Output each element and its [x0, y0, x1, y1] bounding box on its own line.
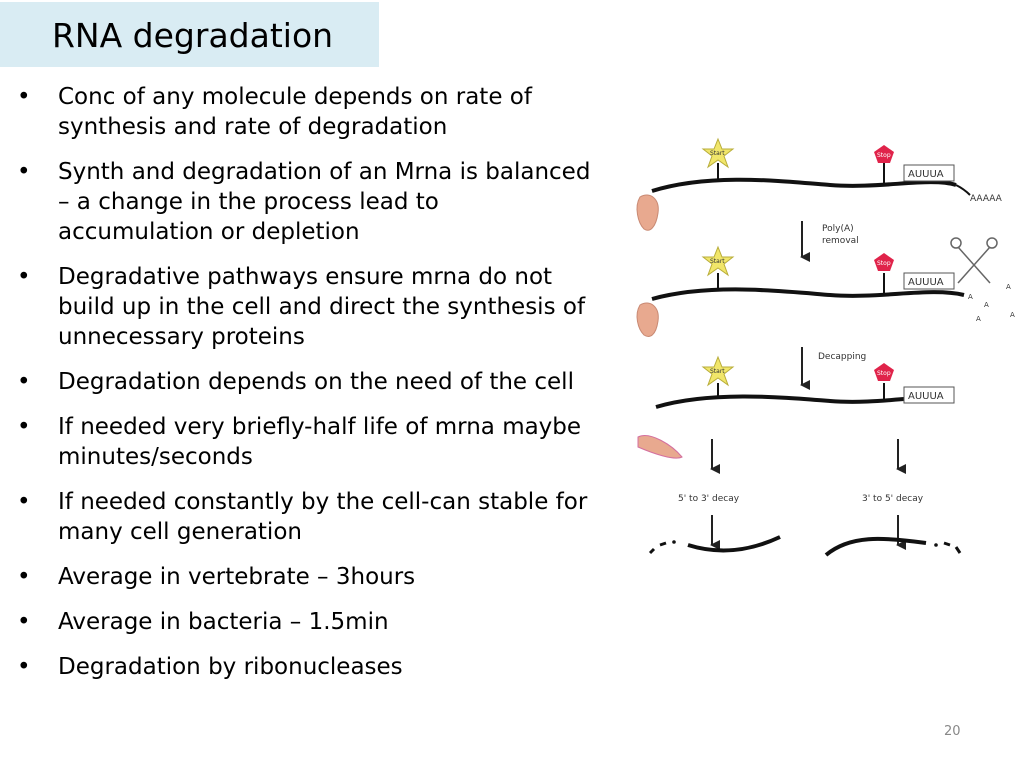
list-item: • Degradation by ribonucleases	[0, 652, 600, 682]
motif-box	[903, 272, 955, 290]
start-label: Start	[710, 258, 725, 265]
decay-3to5-label: 3' to 5' decay	[862, 494, 924, 504]
bullet-marker: •	[17, 159, 31, 185]
stop-label: Stop	[877, 152, 891, 159]
bullet-marker: •	[17, 609, 31, 635]
polya-tail	[955, 184, 971, 196]
start-star-icon	[701, 245, 735, 277]
scissors-icon	[950, 237, 998, 284]
decay-5to3-label: 5' to 3' decay	[678, 494, 740, 504]
list-item: • Average in bacteria – 1.5min	[0, 607, 600, 637]
decaying-strand-3to5	[824, 536, 962, 557]
decaying-strand-5to3	[648, 535, 781, 555]
free-a-label: A	[968, 293, 973, 301]
cap-icon	[636, 194, 659, 231]
diagram-canvas: AAAAA Start Stop AUUUA Poly(A) removal	[636, 137, 1015, 557]
bullet-marker: •	[17, 414, 31, 440]
bullet-text: Synth and degradation of an Mrna is bala…	[58, 159, 591, 245]
bullet-marker: •	[17, 264, 31, 290]
motif-label: AUUUA	[908, 391, 944, 402]
mrna-strand	[651, 177, 957, 193]
bullet-text: If needed constantly by the cell-can sta…	[58, 489, 588, 545]
mrna-degradation-diagram: AAAAA Start Stop AUUUA Poly(A) removal	[630, 135, 1024, 575]
free-a-label: A	[984, 301, 989, 309]
mrna-row-2: Start Stop AUUUA A A A A A	[636, 245, 1015, 337]
step1-label-line1: Poly(A)	[822, 224, 854, 234]
step1-label-line2: removal	[822, 236, 859, 246]
page-number: 20	[944, 724, 961, 739]
list-item: • Degradation depends on the need of the …	[0, 367, 600, 397]
step2-label: Decapping	[818, 352, 866, 362]
free-a-label: A	[1010, 311, 1015, 319]
bullet-text: Degradation depends on the need of the c…	[58, 369, 574, 395]
cap-icon	[636, 302, 659, 337]
start-star-icon	[701, 355, 735, 387]
free-a-label: A	[976, 315, 981, 323]
motif-box	[903, 386, 955, 404]
list-item: • Degradative pathways ensure mrna do not…	[0, 262, 600, 352]
bullet-marker: •	[17, 84, 31, 110]
stop-pentagon-icon	[874, 145, 894, 163]
bullet-text: Degradation by ribonucleases	[58, 654, 403, 680]
bullet-list: • Conc of any molecule depends on rate of…	[0, 82, 600, 697]
start-label: Start	[710, 150, 725, 157]
start-label: Start	[710, 368, 725, 375]
list-item: • Conc of any molecule depends on rate of…	[0, 82, 600, 142]
motif-label: AUUUA	[908, 169, 944, 180]
bullet-marker: •	[17, 564, 31, 590]
title-box: RNA degradation	[0, 2, 379, 67]
free-a-label: A	[1006, 283, 1011, 291]
start-star-icon	[701, 137, 735, 169]
motif-box	[903, 164, 955, 182]
list-item: • Average in vertebrate – 3hours	[0, 562, 600, 592]
bullet-marker: •	[17, 369, 31, 395]
list-item: • If needed constantly by the cell-can st…	[0, 487, 600, 547]
bullet-marker: •	[17, 489, 31, 515]
list-item: • If needed very briefly-half life of mrn…	[0, 412, 600, 472]
list-item: • Synth and degradation of an Mrna is bal…	[0, 157, 600, 247]
stop-label: Stop	[877, 370, 891, 377]
bullet-text: Conc of any molecule depends on rate of …	[58, 84, 532, 140]
mrna-row-1: AAAAA Start Stop AUUUA	[636, 137, 1003, 231]
bullet-text: Average in bacteria – 1.5min	[58, 609, 389, 635]
released-cap-icon	[637, 435, 683, 459]
bullet-text: Degradative pathways ensure mrna do not …	[58, 264, 586, 350]
bullet-text: Average in vertebrate – 3hours	[58, 564, 416, 590]
stop-pentagon-icon	[874, 253, 894, 271]
motif-label: AUUUA	[908, 277, 944, 288]
bullet-marker: •	[17, 654, 31, 680]
bullet-text: If needed very briefly-half life of mrna…	[58, 414, 582, 470]
mrna-strand	[651, 287, 965, 301]
mrna-row-3: Start Stop AUUUA	[637, 355, 955, 459]
polya-label: AAAAA	[970, 194, 1003, 204]
stop-label: Stop	[877, 260, 891, 267]
slide-title: RNA degradation	[52, 16, 334, 55]
stop-pentagon-icon	[874, 363, 894, 381]
